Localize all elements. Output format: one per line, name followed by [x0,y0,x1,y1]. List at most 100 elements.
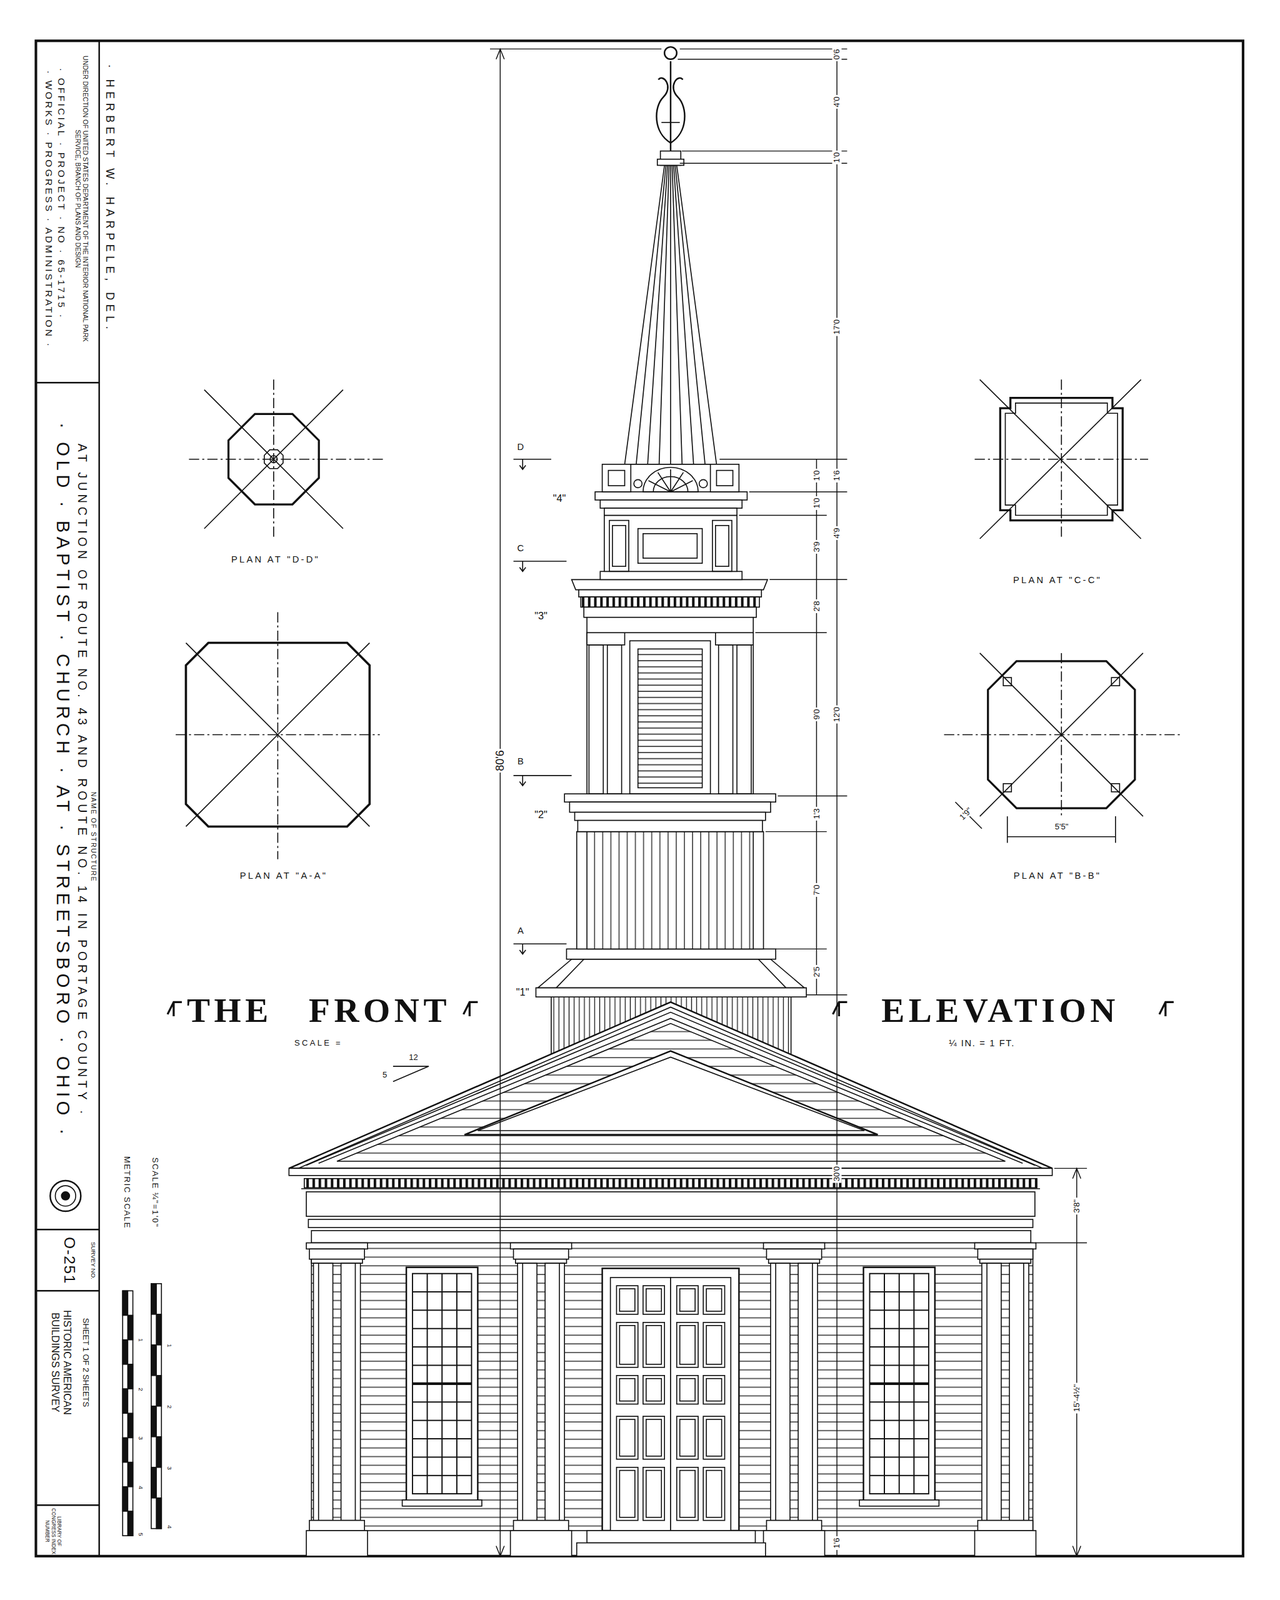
plan-a-a [185,643,370,827]
scale-note: SCALE = [293,1038,345,1049]
scale-number: 2 [165,1403,173,1410]
pediment [336,1023,1005,1162]
pilasters [306,1243,368,1557]
tower [699,479,708,488]
dimension: 3'8" [1071,1198,1082,1215]
entablature [301,1188,1040,1190]
title-word: ELEVATION [880,990,1122,1031]
front-door [670,1277,731,1531]
tower [633,479,642,488]
scale-note: SCALE ¼"=1'0" [150,1155,160,1229]
plan-d-d [228,413,320,505]
entablature [306,1191,1035,1217]
scale-number: 5 [137,1530,145,1537]
sheet-frame [35,381,99,384]
roof-slope-symbol [393,1066,429,1082]
scale-bars [127,1462,133,1487]
tower [580,596,760,607]
entablature [288,1168,1052,1175]
plan-b-b [980,653,1144,817]
pilasters [510,1243,572,1557]
scale-bars [122,1388,128,1414]
tower [718,645,734,794]
tower [556,959,584,989]
dimension-lines [500,48,501,1556]
tower [609,520,629,572]
dimension-lines [677,58,847,60]
plan-b-b [988,661,1135,809]
scale-note: ¼ IN. = 1 FT. [947,1038,1017,1049]
sheet-frame [35,1290,99,1292]
scale-bars [156,1375,162,1407]
dimension-lines [765,831,827,832]
front-door [610,1277,671,1531]
scale-bars [151,1345,157,1376]
tower [586,632,625,645]
tower [576,831,764,950]
tower [600,500,742,509]
plan-a-a [175,612,380,860]
dimension-lines [806,994,847,995]
entablature [311,1230,1031,1244]
scale-bars [127,1364,133,1389]
tower [670,61,672,152]
plan-b-b [1007,836,1116,838]
tower [648,469,694,492]
tower [535,987,807,997]
section-letter: B [516,756,526,767]
dimension: 1'0 [811,468,822,483]
dimension: 4'9 [832,526,842,540]
title-ornament [833,1001,848,1017]
scale-bars [151,1283,157,1315]
plan-d-d [204,390,344,529]
dimension: 2'8 [811,599,822,614]
dimension: 0'6 [832,47,842,62]
pediment [464,1051,878,1135]
scale-bars [151,1283,162,1529]
title-block-text: · OFFICIAL · PROJECT · NO · 65-1715 · [55,68,67,320]
scale-bars [156,1314,162,1345]
tower [595,491,747,500]
dimension-lines [490,48,662,50]
dimension-lines [777,795,847,797]
tower [577,820,763,832]
plan-b-b [1003,677,1012,686]
tower [736,645,752,794]
dimension: 7'0 [811,883,822,897]
front-door [576,1268,766,1556]
plan-c-c [1005,403,1118,516]
tower [612,525,626,567]
dimension: 1'6 [832,468,842,483]
tower [716,470,733,486]
dimension-lines [680,162,848,164]
entablature [304,1178,1037,1189]
plan-b-b [944,734,1182,736]
scale-bars [127,1413,133,1438]
section-marks [513,459,572,955]
scale-number: 4 [137,1483,145,1490]
tower [661,121,680,124]
tower [630,640,711,794]
plan-d-d [204,390,344,529]
title-block-text: · WORKS · PROGRESS · ADMINISTRATION · [43,70,55,349]
dimension: 12'0 [832,705,842,724]
title-block-cell: LIBRARY OF CONGRESS INDEX NUMBER [35,1505,99,1557]
title-word: FRONT [307,990,453,1031]
sheet-frame [35,1228,99,1230]
plan-b-b [1111,677,1120,686]
sheet-frame [35,40,1243,1556]
dimension: 30'0 [832,1165,842,1184]
plan-a-a [185,643,370,827]
scale-bars [151,1467,157,1499]
scale-bars [127,1511,133,1536]
plan-label: PLAN AT "A-A" [238,870,329,882]
section-marks [513,458,552,460]
title-ornament [463,1001,479,1017]
title-ornament [1159,1001,1174,1017]
library-seal [61,1191,70,1200]
tower [712,520,732,572]
tower [643,533,698,559]
scale-number: 2 [137,1386,145,1393]
dimension-lines [1035,1242,1087,1244]
